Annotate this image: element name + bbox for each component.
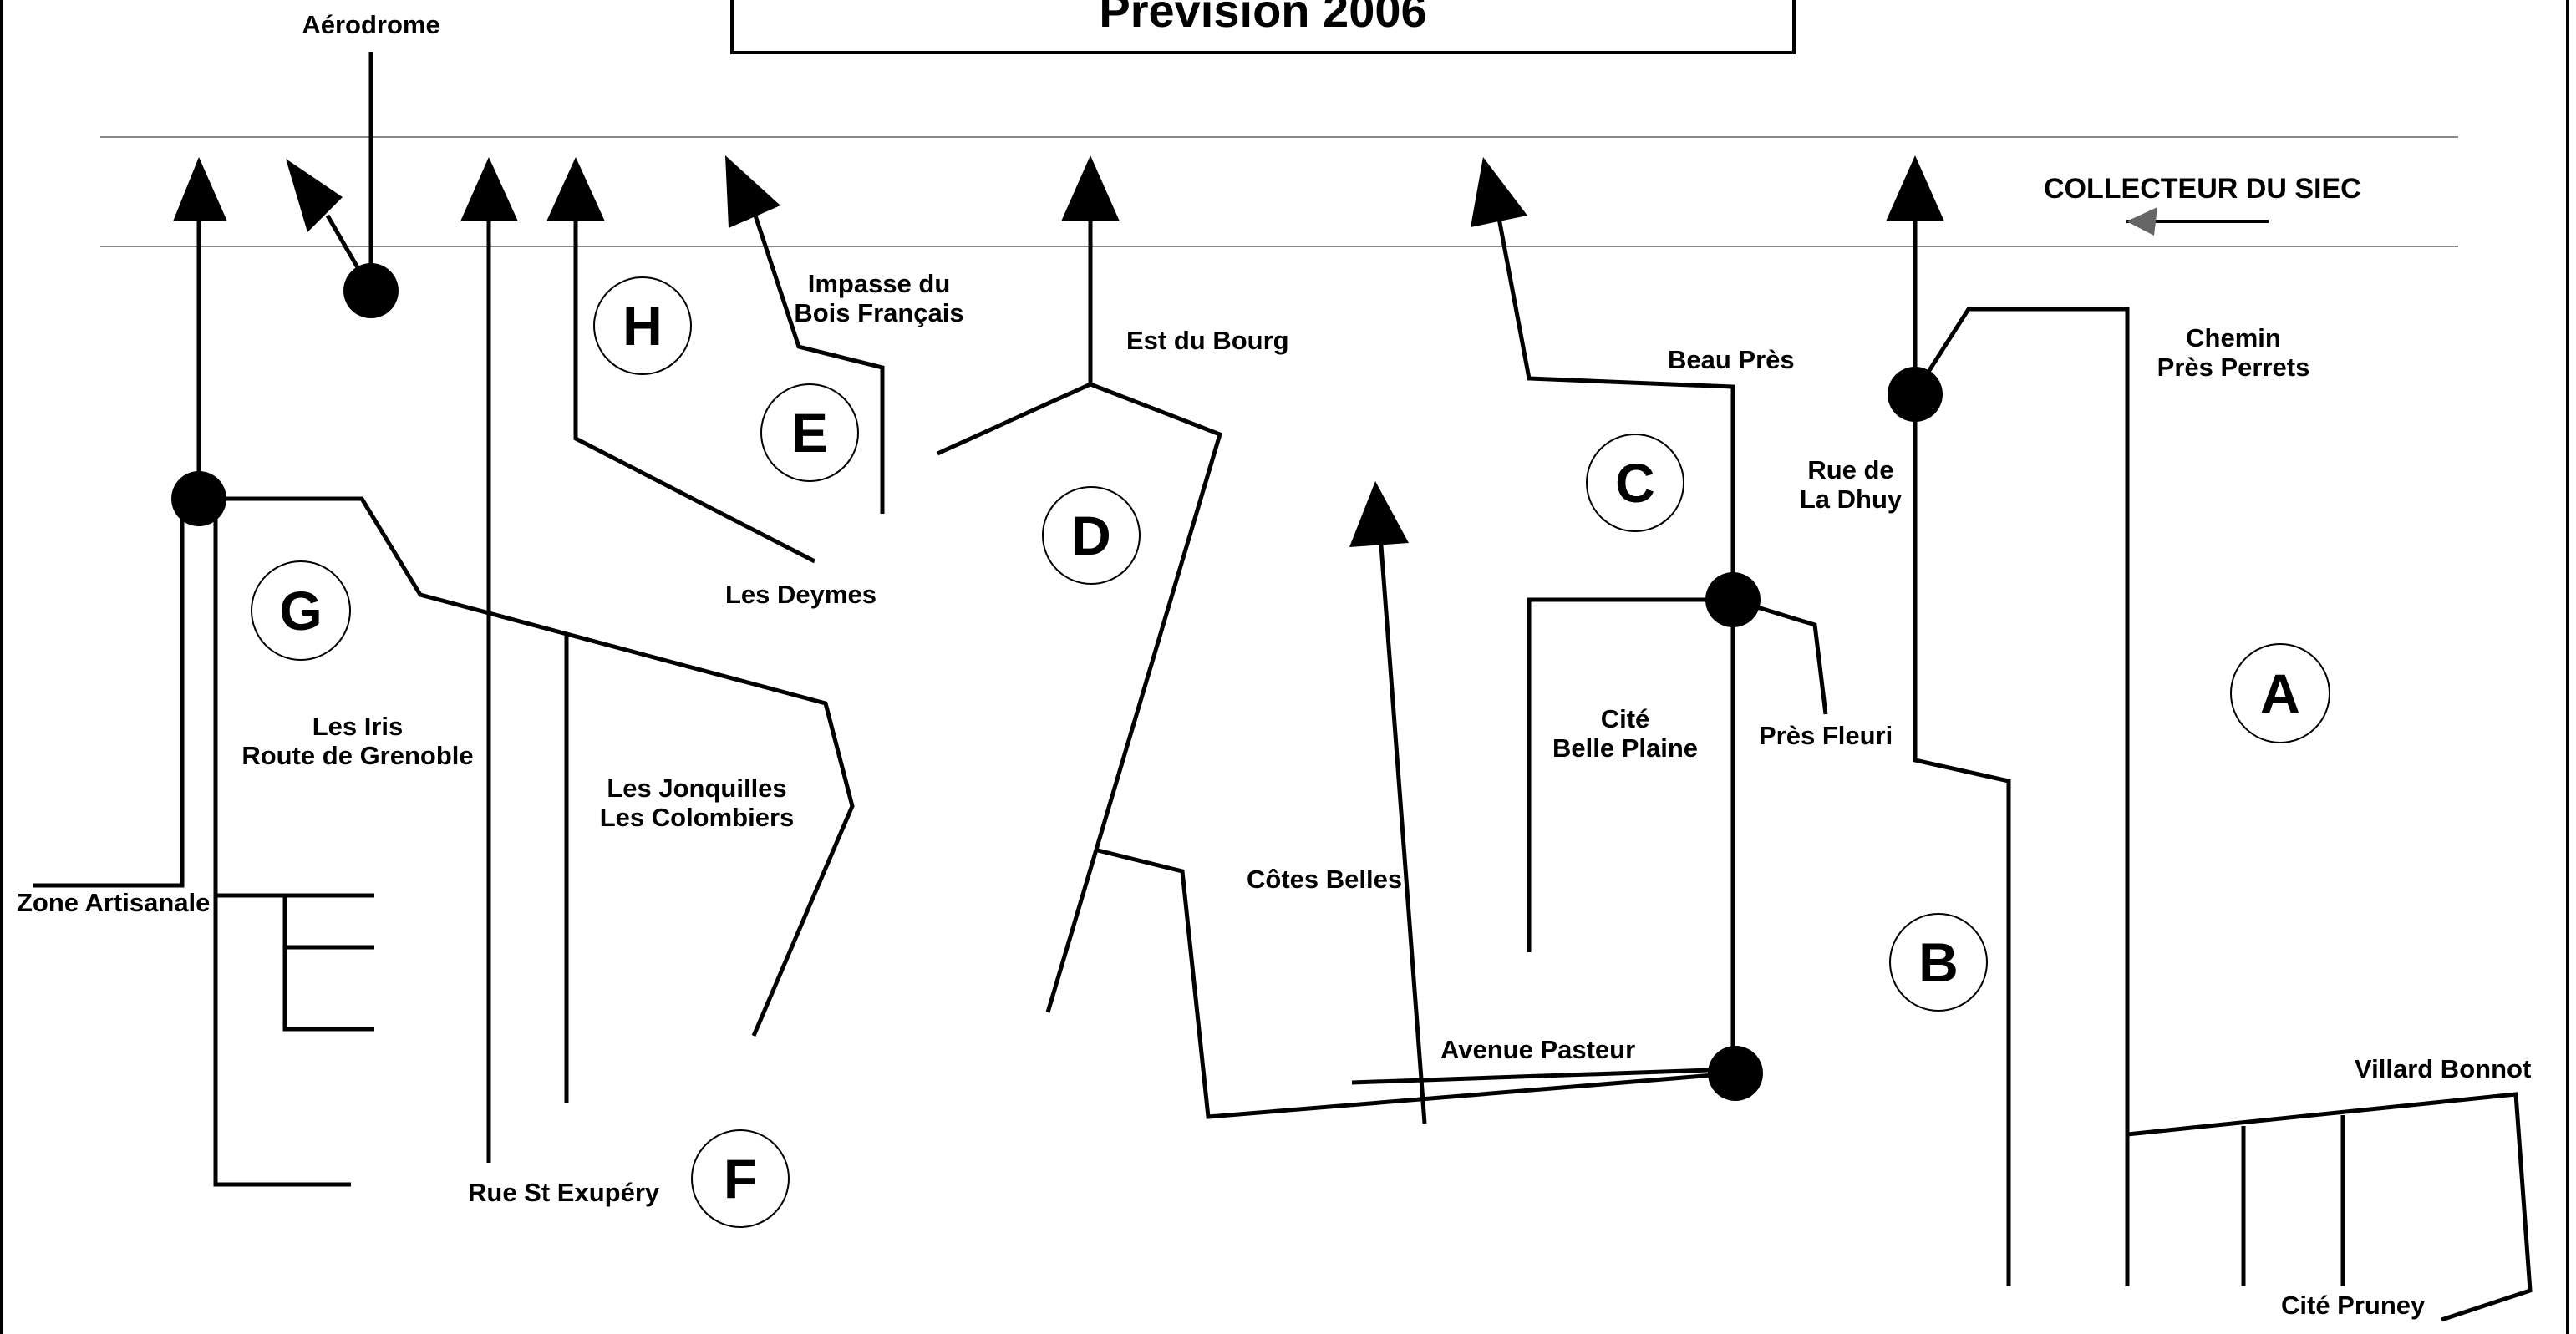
junction-avenue-pasteur bbox=[1708, 1046, 1763, 1101]
label-aerodrome: Aérodrome bbox=[302, 10, 440, 39]
arrow-head-beau-pres bbox=[1471, 157, 1527, 227]
page-border-right bbox=[2566, 0, 2569, 1334]
label-beau-pres: Beau Près bbox=[1668, 345, 1795, 374]
arrow-head-est-bourg bbox=[1061, 155, 1120, 221]
map-title: Prévision 2006 bbox=[1099, 0, 1427, 37]
label-les-deymes: Les Deymes bbox=[725, 580, 876, 609]
pipe-impasse bbox=[748, 200, 885, 514]
pipe-zone-g-west bbox=[213, 501, 351, 1187]
label-chemin: Chemin Près Perrets bbox=[2157, 323, 2310, 382]
label-cite-pruney: Cité Pruney bbox=[2281, 1291, 2426, 1320]
junction-dhuy bbox=[1888, 367, 1943, 422]
pipe-beau-pres bbox=[1493, 200, 1735, 1075]
label-collecteur: COLLECTEUR DU SIEC bbox=[2044, 173, 2361, 205]
arrow-head-st-exupery bbox=[460, 157, 518, 221]
label-villard-bonnot: Villard Bonnot bbox=[2355, 1054, 2532, 1083]
arrow-head-cotes-belles bbox=[1349, 481, 1409, 547]
pipe-zone-g-comb bbox=[282, 945, 374, 1032]
junction-cite-belle bbox=[1705, 572, 1761, 627]
zone-e: E bbox=[760, 383, 859, 482]
pipe-d-east bbox=[1045, 382, 1223, 1013]
junction-aerodrome bbox=[343, 263, 399, 318]
pipe-deymes bbox=[573, 200, 816, 564]
zone-b: B bbox=[1889, 913, 1988, 1012]
pipe-pres-fleuri bbox=[1732, 597, 1828, 715]
label-est-du-bourg: Est du Bourg bbox=[1126, 326, 1289, 355]
label-avenue-pasteur: Avenue Pasteur bbox=[1440, 1035, 1636, 1064]
page-border-left bbox=[0, 0, 3, 1334]
pipe-cotes-belles-arrow bbox=[1378, 534, 1427, 1124]
label-pres-fleuri: Près Fleuri bbox=[1759, 721, 1893, 750]
pipe-avenue-pasteur bbox=[1351, 1067, 1735, 1085]
pipe-cotes-belles bbox=[1097, 848, 1735, 1119]
label-zone-artisanale: Zone Artisanale bbox=[17, 888, 211, 917]
arrow-head-g bbox=[173, 157, 227, 221]
zone-f: F bbox=[691, 1129, 790, 1228]
zone-a: A bbox=[2230, 643, 2330, 743]
arrow-head-impasse bbox=[725, 155, 780, 228]
zone-h: H bbox=[593, 276, 692, 375]
arrow-head-deymes bbox=[546, 157, 605, 221]
label-rue-dhuy: Rue de La Dhuy bbox=[1799, 455, 1903, 514]
label-jonquilles: Les Jonquilles Les Colombiers bbox=[599, 774, 795, 832]
pipe-zone-g-main bbox=[33, 200, 201, 888]
label-les-iris: Les Iris Route de Grenoble bbox=[241, 712, 474, 770]
zone-d: D bbox=[1042, 486, 1141, 585]
pipe-cite-belle bbox=[1527, 597, 1733, 952]
arrow-head-collector bbox=[2126, 207, 2157, 236]
arrow-head-aerodrome bbox=[286, 159, 343, 232]
label-cotes-belles: Côtes Belles bbox=[1247, 865, 1403, 894]
label-impasse: Impasse du Bois Français bbox=[794, 269, 964, 327]
pipe-iris bbox=[216, 496, 855, 1037]
pipe-villard bbox=[2126, 1092, 2533, 1322]
pipe-dhuy bbox=[1913, 200, 2011, 1286]
title-box: Prévision 2006 bbox=[730, 0, 1796, 54]
zone-c: C bbox=[1586, 434, 1684, 532]
arrow-head-dhuy bbox=[1886, 155, 1944, 221]
zone-g: G bbox=[251, 560, 351, 661]
pipe-chemin bbox=[1913, 307, 2130, 1286]
label-cite-belle-plaine: Cité Belle Plaine bbox=[1552, 704, 1699, 763]
junction-zone-g bbox=[171, 471, 226, 526]
label-rue-st-exupery: Rue St Exupéry bbox=[468, 1178, 660, 1207]
